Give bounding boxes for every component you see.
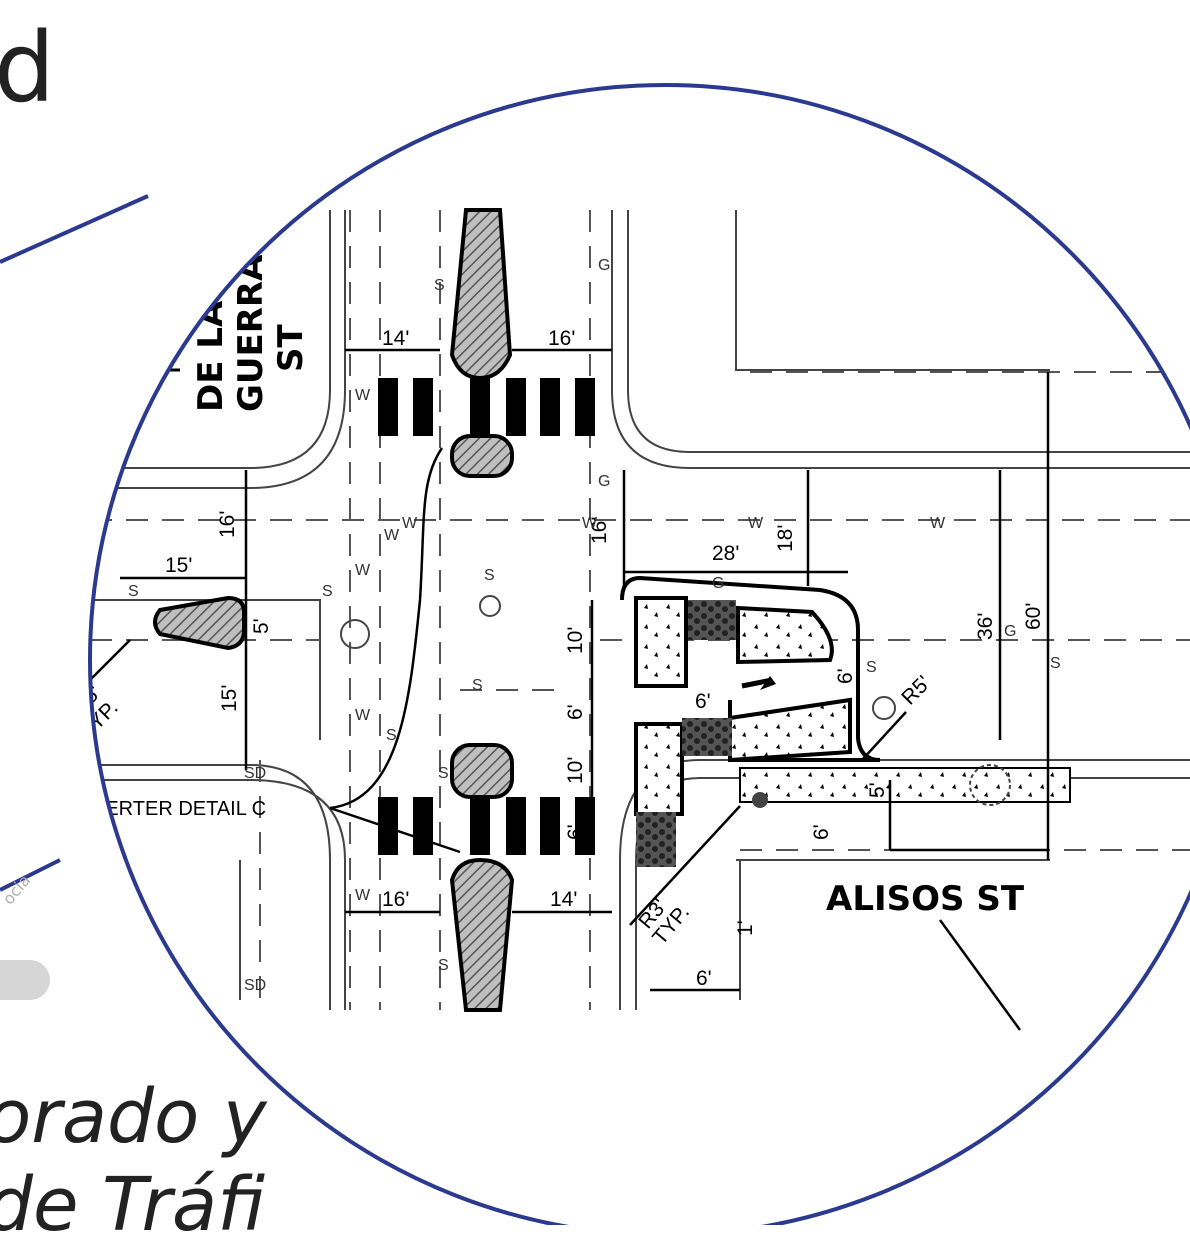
dim-6-d: 6' [834,668,857,684]
dim-60: 60' [1022,603,1045,630]
median-west [153,595,246,651]
callout-circle [88,83,1190,1225]
diverter-outline [620,575,881,762]
dim-28: 28' [712,542,739,565]
svg-text:G: G [1004,623,1016,640]
svg-text:W: W [355,887,371,904]
dim-6-b: 6' [564,824,587,840]
svg-text:W: W [355,562,371,579]
svg-text:G: G [712,575,724,592]
svg-text:S: S [322,583,333,600]
dim-10-a: 10' [564,627,587,654]
diverter-island-3 [634,722,684,816]
callout-pointer-lower [0,858,61,892]
svg-text:W: W [748,515,764,532]
crosswalk-north [378,378,595,436]
curb-nw [90,210,331,469]
diverter-island-1 [634,596,688,688]
svg-text:SD: SD [244,977,266,994]
median-north-tip [450,434,514,478]
dim-16-bot: 16' [382,888,409,911]
svg-text:S: S [484,567,495,584]
dim-14-bot: 14' [550,888,577,911]
svg-text:W: W [582,515,598,532]
watermark-bar [0,960,50,1000]
svg-text:S: S [438,957,449,974]
callout-pointer-upper [0,194,149,264]
dim-6-f: 6' [696,967,712,990]
svg-text:G: G [598,257,610,274]
dim-6-a: 6' [564,704,587,720]
diverter-detail-note: DIVERTER DETAIL C [72,798,266,820]
dim-5-right: 5' [866,782,889,798]
svg-text:S: S [434,277,445,294]
dim-5-left: 5' [250,618,273,634]
street-label-north-3: ST [271,324,311,372]
dim-14-top: 14' [382,327,409,350]
dim-1: 1' [734,920,757,936]
svg-text:W: W [930,515,946,532]
svg-text:S: S [1050,655,1061,672]
svg-text:SD: SD [244,765,266,782]
svg-text:S: S [472,677,483,694]
median-south-tip [450,743,514,799]
background-caption-line-1: orado y [0,1074,267,1160]
background-title-fragment: d [0,12,55,124]
turn-arrow [329,447,444,810]
sidewalk-strip [739,767,1071,803]
svg-text:W: W [402,515,418,532]
svg-text:S: S [866,659,877,676]
dim-16-mid: 16' [588,517,611,544]
svg-text:W: W [355,387,371,404]
svg-text:S: S [386,727,397,744]
svg-text:S: S [438,765,449,782]
median-north [449,208,513,381]
dim-36: 36' [974,613,997,640]
street-label-north-1: DE LA [191,300,231,412]
dim-16-top: 16' [548,327,575,350]
svg-text:W: W [384,527,400,544]
dim-6-c: 6' [695,690,711,713]
svg-text:S: S [128,583,139,600]
svg-text:W: W [355,707,371,724]
dim-15-left: 15' [218,685,241,712]
dim-16-left: 16' [216,511,239,538]
svg-text:G: G [598,473,610,490]
background-caption-line-2: de Tráfi [0,1162,266,1248]
dim-18: 18' [774,525,797,552]
dim-15-top: 15' [165,554,192,577]
diverter-island-2 [736,605,834,665]
street-label-north-2: GUERRA [231,254,271,412]
median-south [449,857,515,1012]
dim-10-b: 10' [564,757,587,784]
crosswalk-south [378,797,595,855]
curb-ne [611,210,1190,469]
dim-3: 3' [20,622,43,638]
dim-6-e: 6' [810,824,833,840]
street-label-east: ALISOS ST [826,879,1025,919]
